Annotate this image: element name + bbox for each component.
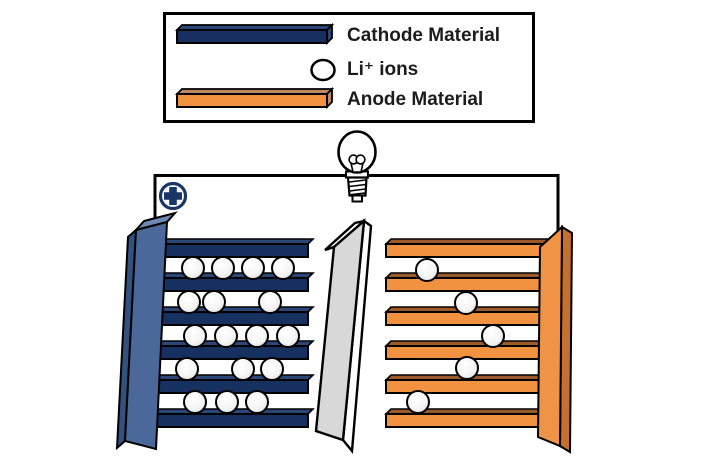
li-ion bbox=[271, 256, 295, 280]
electrode-bar bbox=[149, 277, 309, 292]
li-ion bbox=[211, 256, 235, 280]
legend-label-cathode: Cathode Material bbox=[347, 25, 501, 46]
li-ion bbox=[241, 256, 265, 280]
electrode-bar bbox=[385, 277, 547, 292]
electrode-bar bbox=[385, 379, 547, 394]
li-ion bbox=[181, 256, 205, 280]
bulb-filament bbox=[355, 154, 366, 165]
electrode-bar bbox=[149, 243, 309, 258]
screw-thread bbox=[349, 179, 366, 183]
li-ion bbox=[454, 291, 478, 315]
anode-current-collector bbox=[536, 224, 574, 454]
separator bbox=[314, 218, 373, 455]
li-ion bbox=[214, 324, 238, 348]
li-ion bbox=[481, 324, 505, 348]
li-ion bbox=[177, 290, 201, 314]
li-ion bbox=[202, 290, 226, 314]
li-ion bbox=[231, 357, 255, 381]
electrode-bar bbox=[385, 413, 547, 428]
li-ion bbox=[455, 356, 479, 380]
li-ion bbox=[245, 390, 269, 414]
li-ion bbox=[276, 324, 300, 348]
cathode-swatch-icon bbox=[175, 22, 335, 46]
electrode-bar bbox=[149, 311, 309, 326]
li-ion bbox=[175, 357, 199, 381]
li-ion bbox=[260, 357, 284, 381]
electrode-bar bbox=[149, 413, 309, 428]
anode-plate-front bbox=[536, 224, 564, 448]
cathode-plate-front bbox=[123, 220, 169, 451]
plus-icon bbox=[164, 187, 182, 205]
li-ion-swatch-icon bbox=[310, 58, 336, 82]
legend-box: Cathode Material Li⁺ ions Anode Material bbox=[163, 12, 535, 123]
li-ion bbox=[415, 258, 439, 282]
li-ion bbox=[258, 290, 282, 314]
cathode-ions bbox=[175, 256, 300, 414]
legend-label-anode: Anode Material bbox=[347, 89, 484, 110]
electrode-bar bbox=[149, 345, 309, 360]
li-ion bbox=[183, 324, 207, 348]
cathode-current-collector bbox=[115, 211, 178, 451]
screw-thread bbox=[349, 188, 366, 192]
li-ion bbox=[215, 390, 239, 414]
screw-thread bbox=[349, 183, 366, 188]
li-ion bbox=[406, 390, 430, 414]
positive-terminal-icon bbox=[158, 181, 188, 211]
li-ion bbox=[183, 390, 207, 414]
electrode-bar bbox=[385, 243, 547, 258]
separator-front bbox=[314, 218, 366, 442]
light-bulb-icon bbox=[337, 130, 377, 203]
anode-swatch-icon bbox=[175, 86, 335, 110]
legend-label-li-ions: Li⁺ ions bbox=[347, 59, 419, 80]
li-ion bbox=[245, 324, 269, 348]
bulb-tip bbox=[351, 194, 363, 203]
anode-ions bbox=[406, 258, 505, 414]
